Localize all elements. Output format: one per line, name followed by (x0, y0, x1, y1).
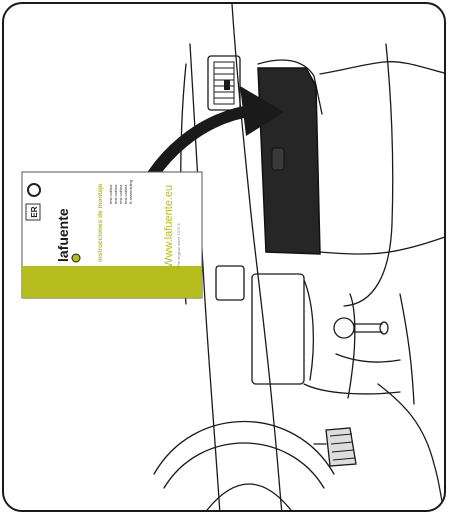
card-website-sub: The original since 1972 A (176, 223, 181, 268)
card-accent-bar (22, 266, 202, 298)
console-edge (348, 294, 355, 398)
svg-text:ER: ER (30, 206, 39, 217)
gear-knob (334, 318, 354, 338)
storage-compartment (258, 68, 320, 254)
steering-wheel-outer (154, 422, 334, 475)
card-section-title: instrucciones de montaje (97, 183, 104, 262)
steering-wheel-inner (164, 443, 324, 488)
air-vent-knob (224, 80, 230, 90)
card-line-5: B assembling (128, 180, 133, 204)
lafuente-logo-icon (72, 254, 80, 262)
round-seal-icon (28, 184, 40, 196)
card-website: Www.lafuente.eu (163, 185, 175, 268)
dash-slot-small (216, 266, 244, 300)
gear-stick (354, 324, 382, 332)
dash-top-line (320, 236, 446, 254)
instruction-card: ER lafuente instrucciones de montaje tes… (22, 172, 202, 298)
steering-hub (204, 484, 294, 512)
compartment-latch (272, 148, 284, 170)
windshield-top (320, 62, 446, 74)
illustration-frame: ER lafuente instrucciones de montaje tes… (2, 2, 446, 512)
dash-panel-edge (304, 280, 313, 380)
cab-illustration: ER lafuente instrucciones de montaje tes… (4, 4, 446, 512)
seat-contour (378, 384, 444, 512)
gear-stick-end (380, 322, 388, 334)
console-edge-right (400, 294, 414, 404)
console-bottom (304, 384, 400, 394)
console-line (336, 354, 400, 362)
card-brand: lafuente (55, 208, 71, 262)
console-side (344, 44, 393, 306)
